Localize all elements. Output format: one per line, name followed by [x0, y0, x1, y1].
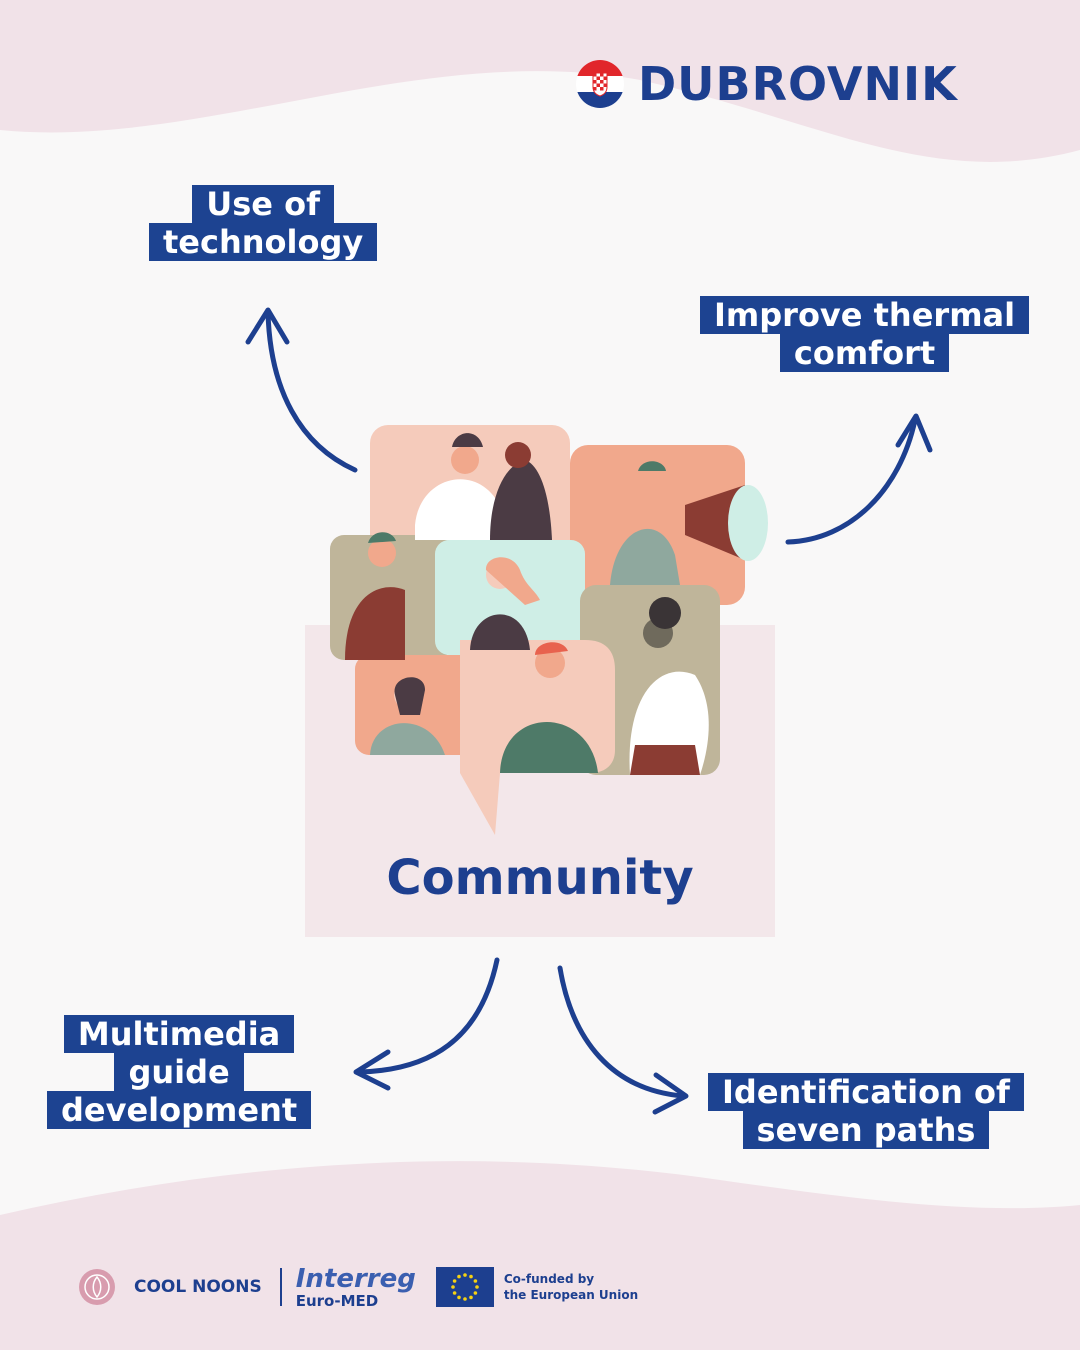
node-multimedia-guide-development: Multimedia guide development: [47, 1015, 312, 1129]
header: DUBROVNIK: [576, 56, 958, 112]
node-line: seven paths: [742, 1111, 990, 1149]
interreg-name: Interreg: [295, 1263, 416, 1294]
node-line: Multimedia: [63, 1015, 295, 1053]
node-line: technology: [149, 223, 378, 261]
eu-line-2: the European Union: [503, 1288, 639, 1302]
interreg-program: Euro-MED: [295, 1291, 379, 1310]
node-identification-of-seven-paths: Identification of seven paths: [708, 1073, 1024, 1149]
community-illustration: [330, 425, 768, 835]
cool-noons-logo-icon: [79, 1269, 115, 1305]
node-line: comfort: [779, 334, 950, 372]
community-title: Community: [386, 850, 694, 906]
eu-cofunded-text: Co-funded by the European Union: [504, 1271, 638, 1303]
node-line: Improve thermal: [700, 296, 1030, 334]
footer-logos: COOL NOONS Interreg Euro-MED Co-funded b…: [78, 1262, 638, 1312]
node-line: Identification of: [708, 1073, 1024, 1111]
node-line: Use of: [192, 185, 334, 223]
eu-flag-icon: [435, 1267, 494, 1307]
node-line: development: [47, 1091, 312, 1129]
node-use-of-technology: Use of technology: [149, 185, 378, 261]
node-improve-thermal-comfort: Improve thermal comfort: [700, 296, 1030, 372]
eu-line-1: Co-funded by: [503, 1272, 595, 1286]
cool-noons-name: COOL NOONS: [134, 1277, 262, 1297]
croatia-flag-icon: [576, 60, 624, 108]
footer-divider: [279, 1268, 282, 1306]
city-title: DUBROVNIK: [638, 57, 958, 111]
node-line: guide: [114, 1053, 244, 1091]
interreg-logo: Interreg Euro-MED: [296, 1266, 416, 1309]
